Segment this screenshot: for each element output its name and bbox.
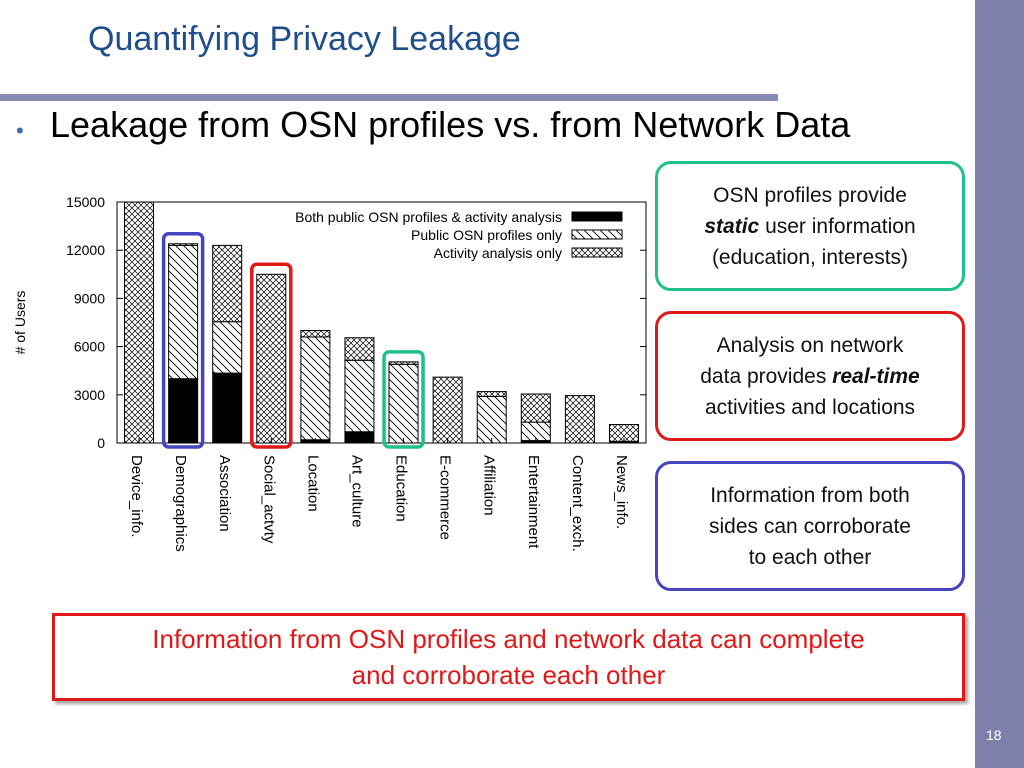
legend-label: Public OSN profiles only (411, 227, 562, 243)
conclusion-box: Information from OSN profiles and networ… (52, 613, 965, 701)
legend-swatch (571, 247, 623, 258)
legend-label: Activity analysis only (434, 245, 562, 261)
bar-segment (168, 243, 199, 246)
bar-segment (344, 337, 375, 361)
slide-title: Quantifying Privacy Leakage (88, 20, 521, 58)
callout-osn-profiles: OSN profiles provide static user informa… (655, 161, 965, 291)
stacked-bar-chart: 0 3000 6000 9000 12000 15000 # of UsersDevice_… (12, 194, 647, 552)
y-tick-label: 0 (97, 435, 105, 451)
plot-frame (116, 201, 647, 444)
bar-segment (300, 336, 331, 441)
callout-line: to each other (748, 545, 872, 569)
x-tick-label: Social_actvty (260, 455, 277, 544)
x-tick-label: Demographics (172, 455, 189, 552)
highlight-box (161, 232, 205, 449)
bar-segment (168, 378, 199, 444)
x-tick-label: E-commerce (437, 455, 454, 540)
callout-line: data provides real-time (658, 361, 962, 392)
x-tick-label: Location (304, 455, 321, 512)
y-tick-label: 6000 (74, 339, 105, 355)
callout-line: static user information (658, 211, 962, 242)
highlight-box (250, 262, 293, 449)
legend-swatch (571, 211, 623, 222)
bullet-icon: • (16, 118, 24, 143)
y-tick-label: 15000 (66, 194, 105, 210)
callout-emphasis: real-time (832, 364, 920, 388)
bar-segment (476, 395, 507, 444)
legend-swatch (571, 229, 623, 240)
bar-segment (476, 391, 507, 397)
bar-segment (300, 330, 331, 338)
bar-segment (344, 359, 375, 433)
legend-label: Both public OSN profiles & activity anal… (295, 209, 562, 225)
y-axis-label: # of Users (12, 291, 28, 355)
slide-sidebar (975, 0, 1024, 768)
callout-network-data: Analysis on network data provides real-t… (655, 311, 965, 441)
bar-segment (256, 273, 287, 444)
bar-segment (168, 244, 199, 380)
x-tick-label: Art_culture (348, 455, 365, 528)
x-tick-label: Content_exch. (569, 455, 586, 552)
callout-text: user information (765, 214, 916, 238)
callout-text: data provides (700, 364, 827, 388)
bar-segment (388, 361, 419, 365)
highlight-box (382, 350, 425, 449)
page-number: 18 (986, 727, 1002, 743)
conclusion-line: Information from OSN profiles and networ… (152, 624, 865, 654)
x-tick-label: Association (216, 455, 233, 532)
bullet-text: Leakage from OSN profiles vs. from Netwo… (50, 104, 851, 145)
y-tick-label: 9000 (74, 290, 105, 306)
callout-emphasis: static (704, 214, 760, 238)
x-tick-label: Affiliation (481, 455, 498, 516)
x-tick-label: Entertainment (525, 455, 542, 549)
bar-segment (124, 201, 155, 444)
bar-segment (432, 376, 463, 444)
title-rule (0, 94, 778, 101)
bar-segment (520, 393, 551, 423)
callout-both-sides: Information from both sides can corrobor… (655, 461, 965, 591)
x-tick-label: News_info. (613, 455, 630, 529)
callout-line: (education, interests) (711, 245, 909, 269)
y-tick-label: 3000 (74, 387, 105, 403)
callout-line: OSN profiles provide (713, 183, 907, 207)
bar-segment (212, 321, 243, 374)
x-tick-label: Device_info. (128, 455, 145, 538)
callout-line: activities and locations (704, 395, 916, 419)
bar-segment (520, 421, 551, 442)
callout-line: Information from both (710, 483, 910, 507)
y-tick-label: 12000 (66, 242, 105, 258)
bar-segment (212, 372, 243, 444)
bar-segment (212, 244, 243, 323)
bar-segment (564, 395, 595, 444)
x-tick-label: Education (393, 455, 410, 522)
callout-line: sides can corroborate (709, 514, 911, 538)
callout-line: Analysis on network (716, 333, 904, 357)
bar-segment (388, 363, 419, 444)
conclusion-line: and corroborate each other (351, 660, 666, 690)
